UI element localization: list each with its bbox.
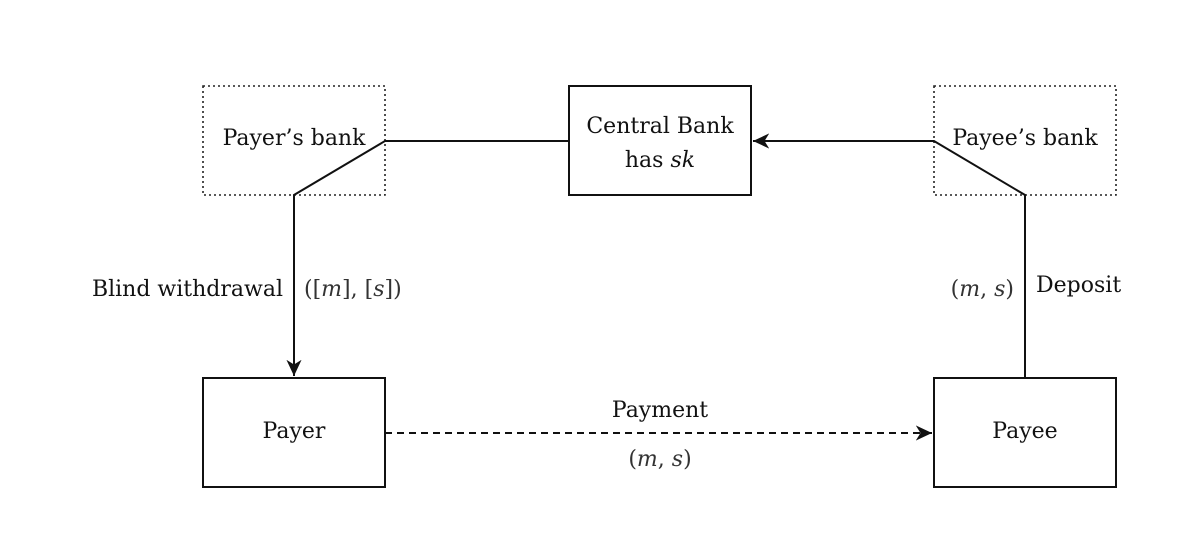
deposit-label: Deposit — [1036, 273, 1121, 298]
withdrawal-arrow — [286, 140, 569, 376]
central-bank-label: Central Bank — [586, 114, 734, 139]
central-bank-key-label: has sk — [625, 148, 695, 173]
payment-message: (m, s) — [628, 447, 691, 472]
central-bank-box — [568, 85, 752, 196]
payment-label: Payment — [612, 398, 708, 423]
payee-label: Payee — [992, 419, 1057, 444]
payees-bank-label: Payee’s bank — [952, 126, 1098, 151]
payer-label: Payer — [263, 419, 326, 444]
deposit-arrow — [753, 133, 1026, 378]
deposit-message: (m, s) — [951, 277, 1014, 302]
withdrawal-message: ([m], [s]) — [304, 277, 402, 302]
payers-bank-label: Payer’s bank — [223, 126, 367, 151]
blind-withdrawal-label: Blind withdrawal — [92, 277, 283, 302]
